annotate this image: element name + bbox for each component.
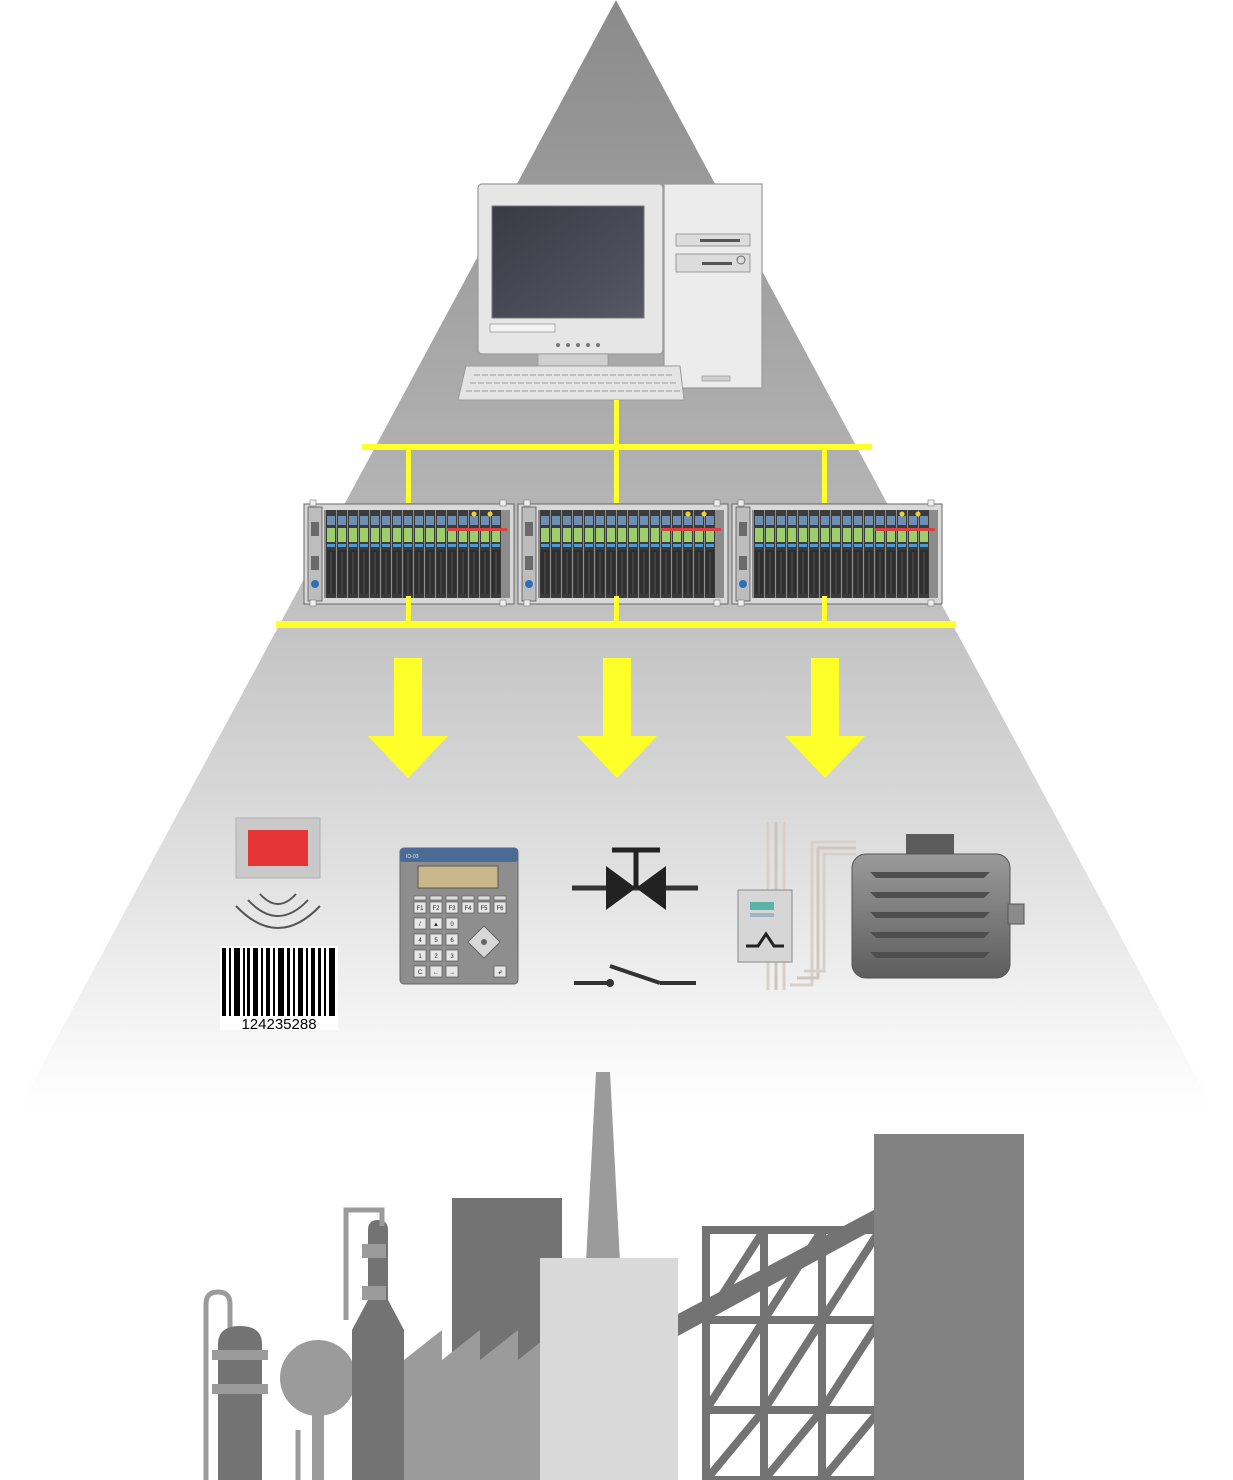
keypad-key-label: ▲ <box>433 922 439 928</box>
keypad-key <box>413 933 427 946</box>
keypad-key-label: 1 <box>418 954 422 960</box>
keypad-key-label: / <box>419 922 421 928</box>
keypad-key <box>445 965 459 978</box>
function-key-indicator <box>413 895 427 901</box>
keypad-key <box>429 933 443 946</box>
function-key-indicator <box>429 895 443 901</box>
keypad-key-label: → <box>449 970 455 976</box>
function-key-indicator <box>445 895 459 901</box>
keypad-key <box>445 917 459 930</box>
keypad-key <box>413 949 427 962</box>
upper-network-bus <box>362 400 872 503</box>
barcode-number: 124235288 <box>241 1016 316 1033</box>
function-key <box>477 901 491 914</box>
function-key-label: F4 <box>464 906 472 912</box>
keypad-key <box>429 917 443 930</box>
switch-icon <box>574 964 696 987</box>
function-key-label: F2 <box>432 906 440 912</box>
panel-brand: IO-03 <box>406 854 419 860</box>
keypad-key <box>493 965 507 978</box>
keypad-key-label: 2 <box>434 954 438 960</box>
keypad-key <box>445 933 459 946</box>
valve-icon <box>572 847 698 910</box>
function-key <box>429 901 443 914</box>
function-key <box>493 901 507 914</box>
keypad-key-label: 0 <box>450 922 454 928</box>
keypad-key-label: 5 <box>434 938 438 944</box>
function-key <box>461 901 475 914</box>
electric-motor-icon <box>851 834 1025 979</box>
keypad-key-label: 3 <box>450 954 454 960</box>
lower-network-bus <box>276 596 956 628</box>
function-key <box>445 901 459 914</box>
io-rack-icon <box>304 500 942 606</box>
function-key-label: F3 <box>448 906 456 912</box>
function-key-label: F6 <box>496 906 504 912</box>
function-key-indicator <box>493 895 507 901</box>
frequency-drive-icon <box>737 822 856 990</box>
keypad-key-label: ↲ <box>497 969 502 976</box>
keypad-key-label: ← <box>433 970 439 976</box>
function-key-label: F1 <box>416 906 424 912</box>
function-key <box>413 901 427 914</box>
operator-panel-icon: IO-03 F1 F2 F3 F4 F5 F6 / ▲ 0 4 5 6 1 2 3C ← → ↲ <box>399 847 519 985</box>
keypad-key-label: 4 <box>418 938 422 944</box>
keypad-key <box>429 965 443 978</box>
factory-icon <box>203 1072 1024 1480</box>
rfid-reader-icon <box>235 817 321 929</box>
keypad-key <box>413 917 427 930</box>
function-key-indicator <box>477 895 491 901</box>
function-key-label: F5 <box>480 906 488 912</box>
keypad-key-label: C <box>418 970 423 976</box>
keypad-key <box>429 949 443 962</box>
keypad-key <box>445 949 459 962</box>
desktop-computer-icon <box>457 183 763 401</box>
keypad-key-label: 6 <box>450 938 454 944</box>
barcode-icon: 124235288 <box>220 946 338 1033</box>
keypad-key <box>413 965 427 978</box>
function-key-indicator <box>461 895 475 901</box>
